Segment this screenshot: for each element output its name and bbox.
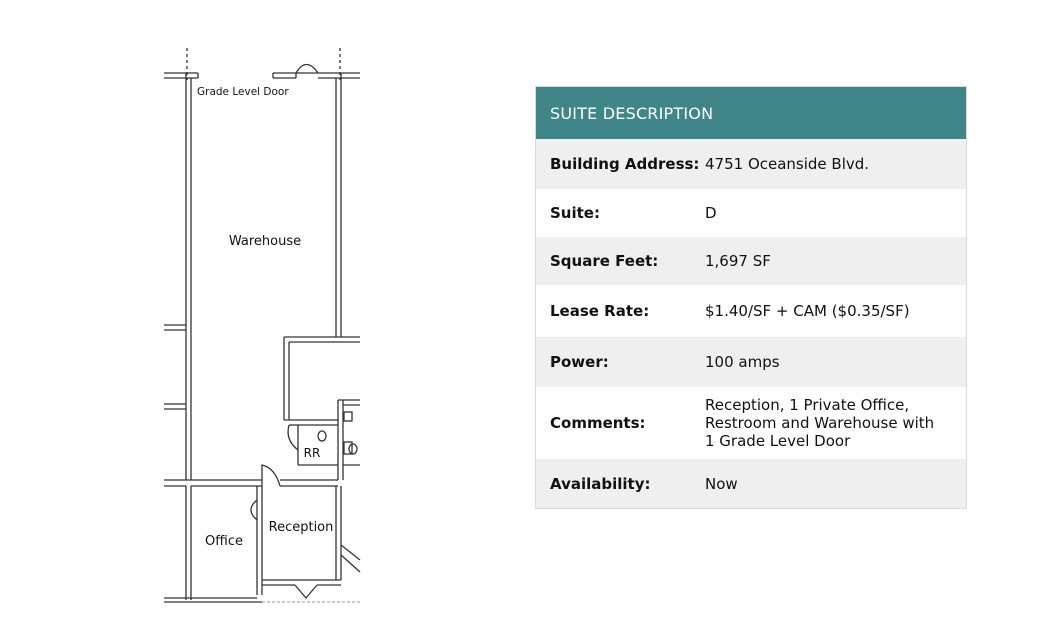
row-value: 100 amps [705, 353, 780, 371]
grade-level-door-label: Grade Level Door [197, 86, 289, 98]
table-header: SUITE DESCRIPTION [536, 87, 966, 139]
row-label: Lease Rate: [550, 302, 650, 320]
row-value: $1.40/SF + CAM ($0.35/SF) [705, 302, 910, 320]
row-value: 1,697 SF [705, 252, 771, 270]
floor-plan-drawing: Grade Level Door Warehouse RR Office Rec… [164, 48, 361, 603]
warehouse-label: Warehouse [229, 234, 301, 249]
row-label: Availability: [550, 474, 651, 493]
restroom-label: RR [304, 446, 321, 460]
row-building-address: Building Address: 4751 Oceanside Blvd. [536, 139, 966, 189]
row-label: Building Address: [550, 155, 700, 173]
row-power: Power: 100 amps [536, 337, 966, 387]
row-label: Power: [550, 353, 609, 371]
row-value: D [705, 204, 717, 222]
row-lease-rate: Lease Rate: $1.40/SF + CAM ($0.35/SF) [536, 285, 966, 337]
reception-label: Reception [269, 520, 334, 535]
row-label: Comments: [550, 414, 646, 432]
office-label: Office [205, 534, 243, 549]
row-label: Suite: [550, 204, 600, 222]
row-value: 4751 Oceanside Blvd. [705, 155, 870, 173]
row-label: Square Feet: [550, 252, 659, 270]
suite-description-table: SUITE DESCRIPTION Building Address: 4751… [535, 86, 967, 509]
floor-plan: Grade Level Door Warehouse RR Office Rec… [0, 0, 420, 644]
row-value: Now [705, 474, 738, 493]
row-suite: Suite: D [536, 189, 966, 237]
row-availability: Availability: Now [536, 459, 966, 508]
row-comments: Comments: Reception, 1 Private Office, R… [536, 387, 966, 459]
row-value: Reception, 1 Private Office, Restroom an… [705, 396, 935, 450]
row-square-feet: Square Feet: 1,697 SF [536, 237, 966, 285]
